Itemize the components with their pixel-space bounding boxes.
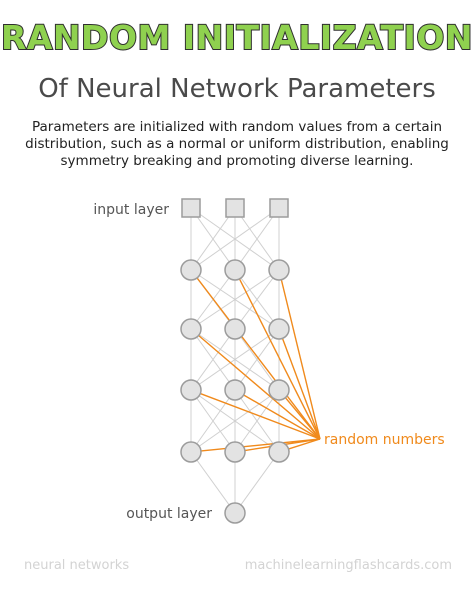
random-arrow-9 xyxy=(194,438,321,453)
hidden-node-1-2 xyxy=(224,259,246,281)
connection-edge xyxy=(190,389,280,453)
random-arrow-5 xyxy=(279,332,321,440)
connection-edge xyxy=(234,451,280,514)
hidden-node-4-3 xyxy=(268,441,290,463)
random-arrow-3 xyxy=(279,273,321,440)
hidden-node-3-3 xyxy=(268,379,290,401)
description-text: Parameters are initialized with random v… xyxy=(25,119,449,169)
random-arrow-4 xyxy=(193,331,321,440)
hidden-node-3-1 xyxy=(180,379,202,401)
connection-edge xyxy=(190,269,280,330)
connection-edge xyxy=(234,269,280,330)
input-node-3 xyxy=(269,198,289,218)
page-title: RANDOM INITIALIZATION xyxy=(0,17,474,58)
page-subtitle: Of Neural Network Parameters xyxy=(38,74,436,104)
random-arrow-7 xyxy=(238,391,321,440)
random-arrow-8 xyxy=(281,392,321,440)
nodes-group xyxy=(180,198,290,524)
output-layer-label: output layer xyxy=(126,506,212,522)
edges-group xyxy=(190,207,280,514)
connection-edge xyxy=(190,207,236,271)
connection-edge xyxy=(234,389,280,453)
random-arrow-1 xyxy=(192,272,321,440)
connection-edge xyxy=(190,328,236,391)
output-node xyxy=(224,502,246,524)
arrows-group xyxy=(192,272,321,455)
hidden-node-2-1 xyxy=(180,318,202,340)
connection-edge xyxy=(190,328,280,391)
hidden-node-4-1 xyxy=(180,441,202,463)
hidden-node-2-3 xyxy=(268,318,290,340)
footer-topic: neural networks xyxy=(24,558,130,573)
hidden-node-3-2 xyxy=(224,379,246,401)
connection-edge xyxy=(234,328,280,391)
random-arrow-2 xyxy=(236,273,321,440)
input-layer-label: input layer xyxy=(93,202,169,218)
input-node-1 xyxy=(181,198,201,218)
footer-website: machinelearningflashcards.com xyxy=(244,558,452,573)
connection-edge xyxy=(190,451,236,514)
connection-edge xyxy=(190,389,236,453)
hidden-node-1-1 xyxy=(180,259,202,281)
hidden-node-2-2 xyxy=(224,318,246,340)
connection-edge xyxy=(234,207,280,271)
connection-edge xyxy=(190,207,280,271)
random-arrow-6 xyxy=(194,390,321,440)
hidden-node-1-3 xyxy=(268,259,290,281)
input-node-2 xyxy=(225,198,245,218)
random-numbers-label: random numbers xyxy=(324,432,445,448)
hidden-node-4-2 xyxy=(224,441,246,463)
